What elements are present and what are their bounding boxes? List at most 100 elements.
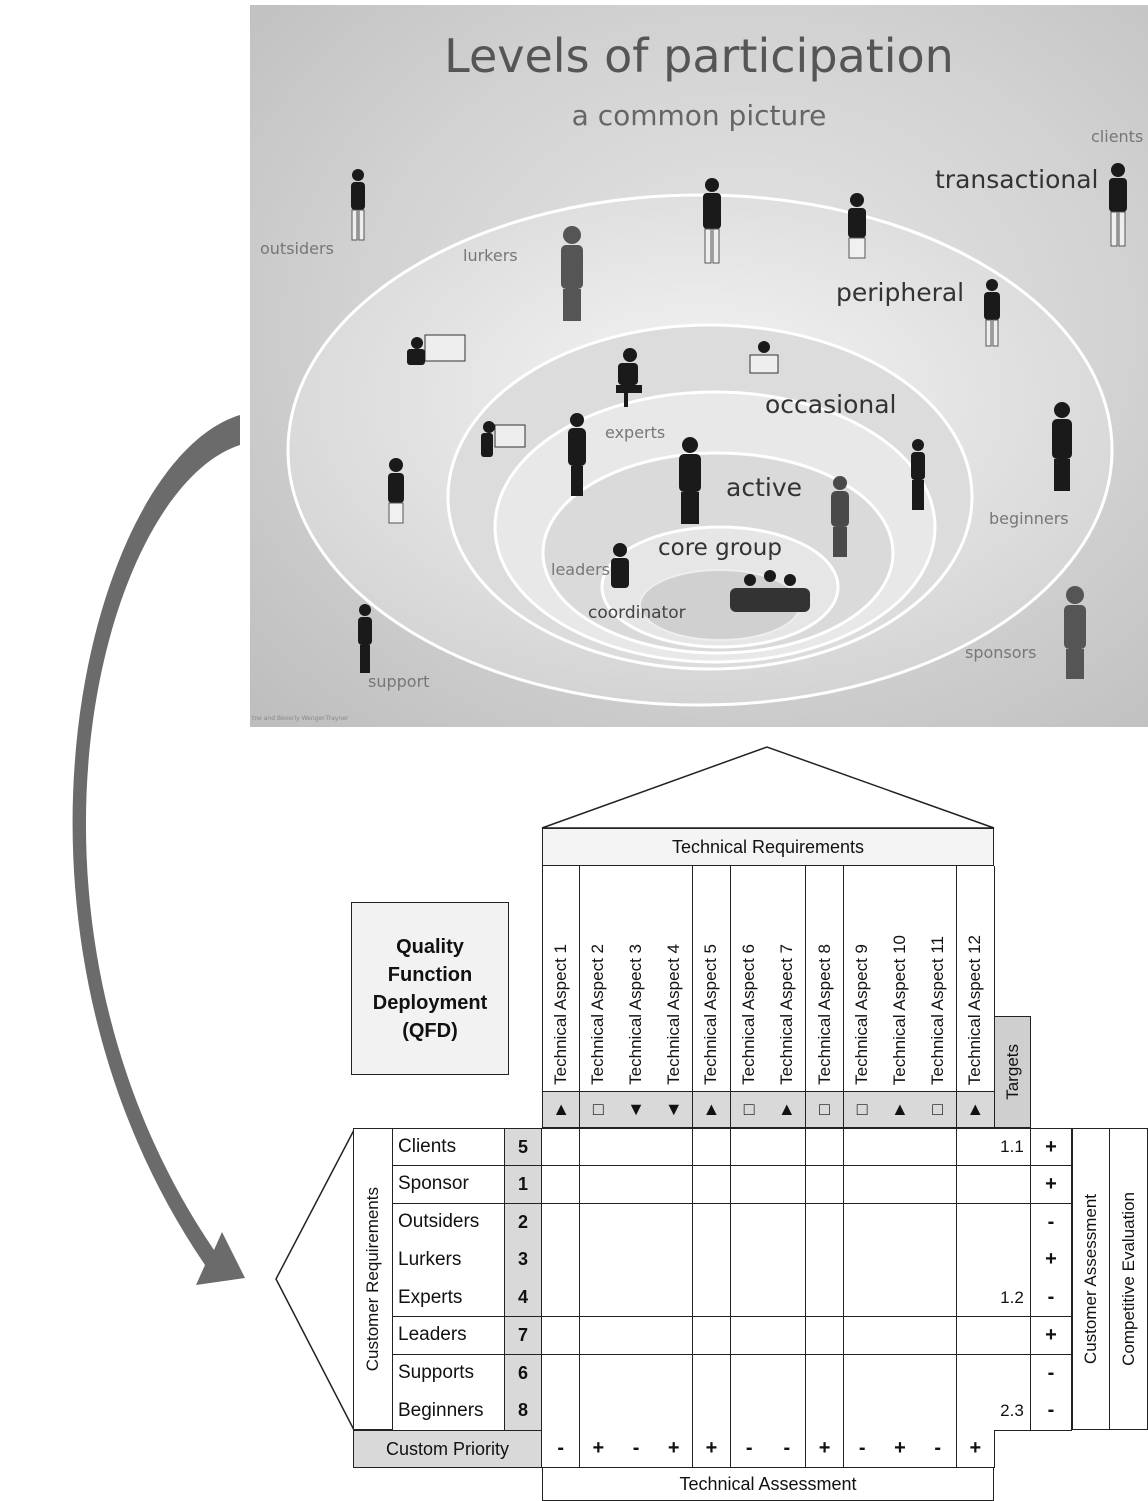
role-label-clients: clients xyxy=(1091,127,1144,146)
target-cell xyxy=(994,1316,1031,1355)
target-cell xyxy=(994,1241,1031,1280)
technical-aspect-label: Technical Aspect 9 xyxy=(852,944,872,1085)
relationship-cell xyxy=(692,1241,732,1280)
relationship-cell xyxy=(542,1279,581,1318)
customer-requirement-name: Supports xyxy=(393,1354,505,1393)
priority-symbol: + xyxy=(805,1430,845,1468)
relationship-cell xyxy=(956,1316,995,1355)
ring-label-active: active xyxy=(726,473,802,502)
relationship-cell xyxy=(768,1354,807,1393)
direction-symbol: □ xyxy=(730,1092,769,1128)
relationship-cell xyxy=(956,1354,995,1393)
relationship-cell xyxy=(692,1203,732,1242)
relationship-cell xyxy=(805,1316,845,1355)
levels-of-participation-picture: Levels of participation a common picture… xyxy=(250,5,1148,727)
customer-requirement-weight: 1 xyxy=(505,1165,542,1204)
technical-aspect-header: Technical Aspect 3 xyxy=(617,866,656,1092)
role-label-coordinator: coordinator xyxy=(588,603,686,623)
relationship-cell xyxy=(542,1316,581,1355)
qfd-roof xyxy=(541,746,995,829)
relationship-cell xyxy=(881,1392,920,1431)
customer-requirement-name: Sponsor xyxy=(393,1165,505,1204)
technical-requirements-header: Technical Requirements xyxy=(542,828,994,866)
picture-subtitle: a common picture xyxy=(571,99,827,132)
relationship-cell xyxy=(655,1165,694,1204)
role-label-lurkers: lurkers xyxy=(463,246,518,265)
relationship-cell xyxy=(919,1392,958,1431)
technical-aspect-header: Technical Aspect 10 xyxy=(881,866,920,1092)
relationship-cell xyxy=(655,1354,694,1393)
customer-requirement-name: Outsiders xyxy=(393,1203,505,1242)
relationship-cell xyxy=(655,1392,694,1431)
connector-arrow xyxy=(72,415,245,1285)
relationship-cell xyxy=(579,1165,618,1204)
relationship-cell xyxy=(956,1392,995,1431)
priority-symbol: + xyxy=(655,1430,694,1468)
technical-aspect-label: Technical Aspect 3 xyxy=(626,944,646,1085)
targets-header: Targets xyxy=(994,1016,1031,1128)
relationship-cell xyxy=(805,1203,845,1242)
relationship-cell xyxy=(579,1316,618,1355)
relationship-cell xyxy=(655,1128,694,1167)
technical-assessment-footer: Technical Assessment xyxy=(542,1467,994,1501)
relationship-cell xyxy=(730,1316,769,1355)
relationship-cell xyxy=(617,1316,656,1355)
customer-assessment-symbol: + xyxy=(1031,1165,1072,1204)
relationship-cell xyxy=(881,1354,920,1393)
technical-aspect-header: Technical Aspect 5 xyxy=(692,866,732,1092)
relationship-cell xyxy=(617,1241,656,1280)
technical-aspect-label: Technical Aspect 2 xyxy=(588,944,608,1085)
customer-requirement-weight: 3 xyxy=(505,1241,542,1280)
relationship-cell xyxy=(843,1165,882,1204)
relationship-cell xyxy=(843,1128,882,1167)
technical-aspect-header: Technical Aspect 7 xyxy=(768,866,807,1092)
relationship-cell xyxy=(919,1241,958,1280)
relationship-cell xyxy=(655,1203,694,1242)
relationship-cell xyxy=(579,1128,618,1167)
ring-label-core-group: core group xyxy=(658,535,782,561)
priority-symbol: - xyxy=(730,1430,769,1468)
relationship-cell xyxy=(542,1128,581,1167)
role-label-beginners: beginners xyxy=(989,509,1069,528)
relationship-cell xyxy=(655,1316,694,1355)
role-label-outsiders: outsiders xyxy=(260,239,334,258)
relationship-cell xyxy=(956,1279,995,1318)
direction-symbol: □ xyxy=(919,1092,958,1128)
relationship-cell xyxy=(617,1392,656,1431)
relationship-cell xyxy=(579,1241,618,1280)
relationship-cell xyxy=(881,1241,920,1280)
customer-requirement-name: Leaders xyxy=(393,1316,505,1355)
relationship-cell xyxy=(692,1279,732,1318)
technical-aspect-header: Technical Aspect 4 xyxy=(655,866,694,1092)
direction-symbol: ▲ xyxy=(956,1092,995,1128)
technical-aspect-label: Technical Aspect 8 xyxy=(814,944,834,1085)
relationship-cell xyxy=(843,1241,882,1280)
customer-requirement-name: Beginners xyxy=(393,1392,505,1431)
relationship-cell xyxy=(805,1165,845,1204)
relationship-cell xyxy=(919,1279,958,1318)
role-label-sponsors: sponsors xyxy=(965,643,1037,662)
qfd-title-line-3: Deployment xyxy=(372,991,488,1014)
relationship-cell xyxy=(768,1316,807,1355)
priority-symbol: - xyxy=(768,1430,807,1468)
priority-symbol: - xyxy=(843,1430,882,1468)
technical-aspect-label: Technical Aspect 6 xyxy=(739,944,759,1085)
target-cell xyxy=(994,1203,1031,1242)
ring-label-peripheral: peripheral xyxy=(836,278,965,307)
priority-symbol: + xyxy=(692,1430,732,1468)
customer-requirement-name: Lurkers xyxy=(393,1241,505,1280)
relationship-cell xyxy=(692,1354,732,1393)
direction-symbol: ▲ xyxy=(881,1092,920,1128)
relationship-cell xyxy=(655,1241,694,1280)
relationship-cell xyxy=(617,1128,656,1167)
customer-requirement-weight: 5 xyxy=(505,1128,542,1167)
qfd-title-line-1: Quality xyxy=(396,935,464,958)
relationship-cell xyxy=(805,1128,845,1167)
technical-aspect-label: Technical Aspect 12 xyxy=(965,934,985,1085)
technical-aspect-header: Technical Aspect 11 xyxy=(919,866,958,1092)
relationship-cell xyxy=(692,1392,732,1431)
competitive-evaluation-label: Competitive Evaluation xyxy=(1118,1192,1138,1366)
relationship-cell xyxy=(919,1203,958,1242)
relationship-cell xyxy=(881,1165,920,1204)
relationship-cell xyxy=(843,1392,882,1431)
